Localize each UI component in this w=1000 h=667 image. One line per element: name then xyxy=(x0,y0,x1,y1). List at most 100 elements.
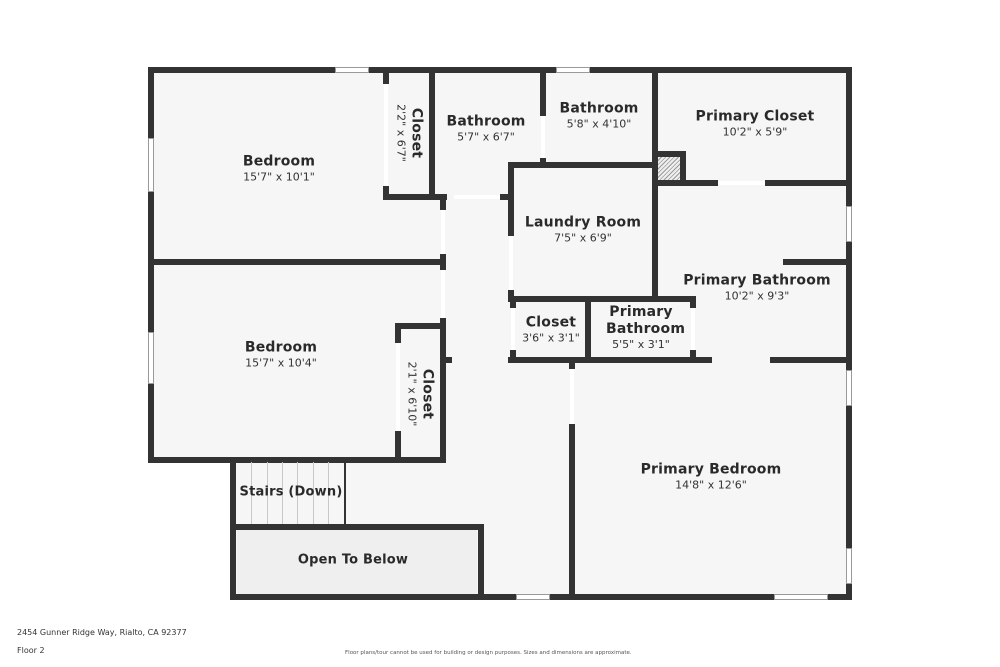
wall-bedroom1-bottom xyxy=(150,259,446,265)
door-opening xyxy=(396,343,400,431)
wall-primary-bath-bottom-right xyxy=(770,357,850,363)
door-opening xyxy=(441,270,445,318)
stair-tread xyxy=(297,462,298,524)
stair-tread xyxy=(267,462,268,524)
open-to-below-area xyxy=(237,530,477,594)
stair-tread xyxy=(251,462,252,524)
disclaimer-text: Floor plans/tour cannot be used for buil… xyxy=(345,650,632,656)
room-closet-2: Closet 2'1" x 6'10" xyxy=(405,362,436,427)
room-primary-bathroom: Primary Bathroom 10'2" x 9'3" xyxy=(683,273,831,304)
room-dimensions: 7'5" x 6'9" xyxy=(554,231,612,245)
window xyxy=(846,206,852,242)
wall-closet1-left-bottom xyxy=(383,186,389,200)
room-closet-1: Closet 2'2" x 6'7" xyxy=(394,104,425,162)
wall-small-bath-right-bottom xyxy=(690,350,696,362)
wall-bath1-bottom-right xyxy=(500,194,514,200)
room-name: Closet xyxy=(408,107,425,159)
wall-bath-divider-top xyxy=(540,70,546,116)
wall-hall-left-top xyxy=(440,198,446,210)
floor-area-upper xyxy=(150,70,848,462)
wall-small-closet-left-top xyxy=(510,300,516,308)
window xyxy=(846,548,852,584)
wall-hall-left-mid xyxy=(440,254,446,270)
wall-bottom-left xyxy=(148,457,446,463)
wall-laundry-left-top xyxy=(508,162,514,236)
room-name: Bathroom xyxy=(559,100,639,117)
chase-hatch xyxy=(658,157,680,180)
room-bedroom-1: Bedroom 15'7" x 10'1" xyxy=(243,154,315,185)
wall-small-closet-right xyxy=(585,300,591,362)
room-name: Closet xyxy=(419,368,436,420)
wall-small-rooms-bottom xyxy=(508,357,712,363)
room-name: Bedroom xyxy=(242,153,316,170)
wall-primary-closet-bottom-left xyxy=(652,180,718,186)
wall-open-below-top xyxy=(230,524,484,530)
room-name: Primary Bathroom xyxy=(683,272,831,289)
room-name: Primary Bathroom xyxy=(606,304,686,337)
wall-chase xyxy=(652,151,684,157)
window xyxy=(774,594,828,600)
window xyxy=(556,67,590,73)
wall-hall-left-low xyxy=(440,318,446,463)
room-name: Laundry Room xyxy=(524,214,642,231)
door-opening xyxy=(454,195,500,199)
wall-open-below-right xyxy=(478,524,484,600)
wall-primary-bath-stub xyxy=(783,259,849,265)
door-opening xyxy=(511,308,515,350)
room-dimensions: 2'1" x 6'10" xyxy=(405,361,419,427)
window xyxy=(516,594,550,600)
room-name: Closet xyxy=(525,314,577,331)
room-name: Primary Bedroom xyxy=(640,461,782,478)
room-name: Primary Closet xyxy=(695,108,815,125)
wall-closet1-left-top xyxy=(383,70,389,84)
window xyxy=(148,138,154,192)
room-dimensions: 10'2" x 5'9" xyxy=(722,125,788,139)
room-dimensions: 10'2" x 9'3" xyxy=(724,289,790,303)
room-name: Stairs (Down) xyxy=(239,484,343,500)
wall-chase-right xyxy=(680,151,686,186)
floor-label: Floor 2 xyxy=(17,646,45,655)
room-dimensions: 5'8" x 4'10" xyxy=(566,117,632,131)
address-text: 2454 Gunner Ridge Way, Rialto, CA 92377 xyxy=(17,628,187,637)
exterior-wall-right xyxy=(846,67,852,600)
room-primary-bathroom-small: Primary Bathroom 5'5" x 3'1" xyxy=(606,304,686,352)
room-primary-closet: Primary Closet 10'2" x 5'9" xyxy=(696,109,815,140)
door-opening xyxy=(541,116,545,158)
room-dimensions: 2'2" x 6'7" xyxy=(394,104,408,162)
door-opening xyxy=(718,181,765,185)
stair-tread xyxy=(282,462,283,524)
room-name: Open To Below xyxy=(297,552,409,568)
wall-laundry-bottom xyxy=(508,296,696,302)
room-bedroom-2: Bedroom 15'7" x 10'4" xyxy=(245,340,317,371)
stairs-down: Stairs (Down) xyxy=(240,484,343,501)
wall-primary-bed-left-top xyxy=(569,361,575,369)
wall-closet2-left-bottom xyxy=(395,431,401,461)
room-dimensions: 15'7" x 10'1" xyxy=(243,170,315,184)
stair-tread xyxy=(313,462,314,524)
wall-laundry-right xyxy=(652,70,658,302)
room-name: Bedroom xyxy=(244,339,318,356)
wall-small-bath-right-top xyxy=(690,296,696,308)
room-bathroom-2: Bathroom 5'8" x 4'10" xyxy=(559,101,638,132)
wall-primary-bed-left xyxy=(569,424,575,600)
room-laundry: Laundry Room 7'5" x 6'9" xyxy=(525,215,641,246)
room-name: Bathroom xyxy=(446,113,526,130)
room-bathroom-1: Bathroom 5'7" x 6'7" xyxy=(446,114,525,145)
wall-primary-closet-bottom-right xyxy=(765,180,852,186)
room-primary-bedroom: Primary Bedroom 14'8" x 12'6" xyxy=(641,462,782,493)
room-dimensions: 3'6" x 3'1" xyxy=(522,331,580,345)
door-opening xyxy=(570,369,574,424)
open-to-below: Open To Below xyxy=(298,552,408,569)
stairs-edge xyxy=(344,462,346,524)
room-dimensions: 15'7" x 10'4" xyxy=(245,356,317,370)
stair-tread xyxy=(328,462,329,524)
room-dimensions: 5'5" x 3'1" xyxy=(612,338,670,351)
room-dimensions: 14'8" x 12'6" xyxy=(675,478,747,492)
wall-closet2-left-top xyxy=(395,323,401,343)
room-dimensions: 5'7" x 6'7" xyxy=(457,130,515,144)
wall-closet1-bottom xyxy=(383,194,447,200)
wall-hall-stub xyxy=(444,357,452,363)
room-closet-3: Closet 3'6" x 3'1" xyxy=(522,315,580,346)
exterior-wall-top xyxy=(148,67,852,73)
